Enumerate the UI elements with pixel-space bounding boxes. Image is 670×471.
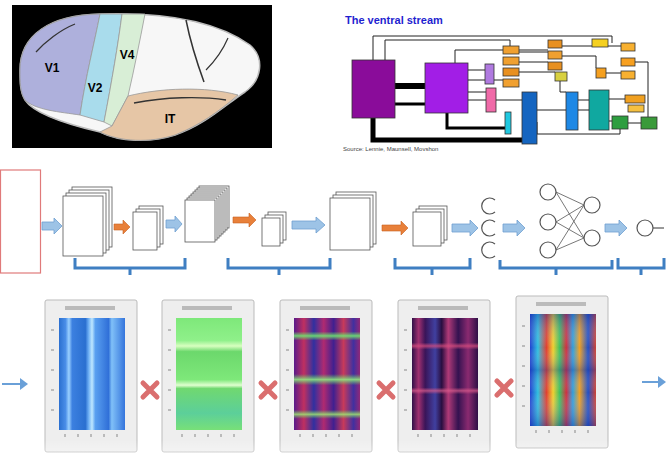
region-label: V2 xyxy=(88,82,103,94)
sulcus-line xyxy=(206,38,228,70)
region-label: V1 xyxy=(45,62,60,74)
axis-ticks xyxy=(51,326,588,437)
label-holder: The ventral stream xyxy=(345,14,443,26)
cross-marks xyxy=(143,381,511,397)
fully-connected-net xyxy=(482,184,664,258)
brain-outline xyxy=(20,14,260,141)
convolution-arrows xyxy=(42,216,627,236)
sulcus-line xyxy=(134,98,226,103)
feature-map-stacks xyxy=(63,186,447,256)
layer-brackets xyxy=(75,258,664,275)
input-image-frame xyxy=(1,170,41,273)
heatmap-panels xyxy=(0,296,670,471)
sulcus-line xyxy=(186,20,204,82)
source-note: Source: Lennie, Maunsell, Movshon xyxy=(343,146,438,152)
label-holder: Source: Lennie, Maunsell, Movshon xyxy=(343,146,438,152)
region-label: V4 xyxy=(120,49,135,61)
pooling-arrows xyxy=(114,213,408,235)
brain-region: IT xyxy=(98,84,240,144)
region-fill xyxy=(100,89,238,140)
panel-title: The ventral stream xyxy=(345,14,443,26)
panel-cards xyxy=(45,296,608,452)
area-boxes xyxy=(352,39,657,144)
cnn-architecture xyxy=(1,170,665,275)
connection-lines xyxy=(373,36,648,134)
panel-background xyxy=(12,5,272,148)
region-label: IT xyxy=(165,113,176,125)
ventral-stream-diagram xyxy=(352,36,657,144)
heatmaps xyxy=(59,314,596,430)
panel-title-bars xyxy=(65,302,586,310)
fade-overlay xyxy=(0,440,670,471)
sulcus-line xyxy=(36,24,75,52)
brain-panel xyxy=(12,5,272,148)
